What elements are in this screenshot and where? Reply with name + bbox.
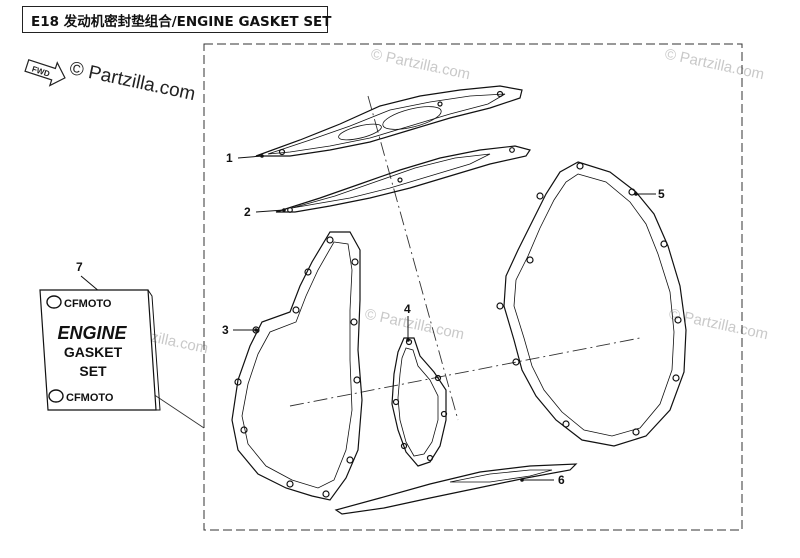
- diagram-title: E18 发动机密封垫组合/ENGINE GASKET SET: [22, 6, 331, 33]
- callout-2: 2: [244, 205, 251, 219]
- callout-dots: [254, 154, 638, 482]
- fwd-arrow-icon: FWD: [24, 59, 66, 87]
- callout-7: 7: [76, 260, 83, 274]
- gasket-set-package: CFMOTO ENGINE GASKET SET CFMOTO: [39, 289, 161, 411]
- callout-6: 6: [558, 473, 565, 487]
- gasket-part-2: [275, 145, 531, 213]
- gasket-part-3: [231, 231, 363, 501]
- center-line: [367, 95, 459, 421]
- package-line-engine: ENGINE: [57, 323, 127, 343]
- gasket-part-6: [334, 463, 578, 515]
- callout-leaders: [80, 155, 656, 481]
- callout-4: 4: [404, 302, 411, 316]
- cfmoto-logo-icon: [46, 295, 62, 309]
- package-line-gasket: GASKET: [64, 344, 123, 360]
- gasket-part-1: [255, 85, 523, 157]
- cfmoto-logo-icon: [48, 389, 64, 403]
- gasket-part-4: [391, 337, 448, 467]
- package-brand-bottom: CFMOTO: [66, 392, 114, 404]
- callout-1: 1: [226, 151, 233, 165]
- center-line: [289, 337, 641, 407]
- callout-5: 5: [658, 187, 665, 201]
- callout-3: 3: [222, 323, 229, 337]
- package-line-set: SET: [79, 363, 107, 379]
- assembly-frame: [203, 43, 743, 531]
- package-brand-top: CFMOTO: [64, 298, 112, 310]
- gasket-part-5: [496, 161, 687, 447]
